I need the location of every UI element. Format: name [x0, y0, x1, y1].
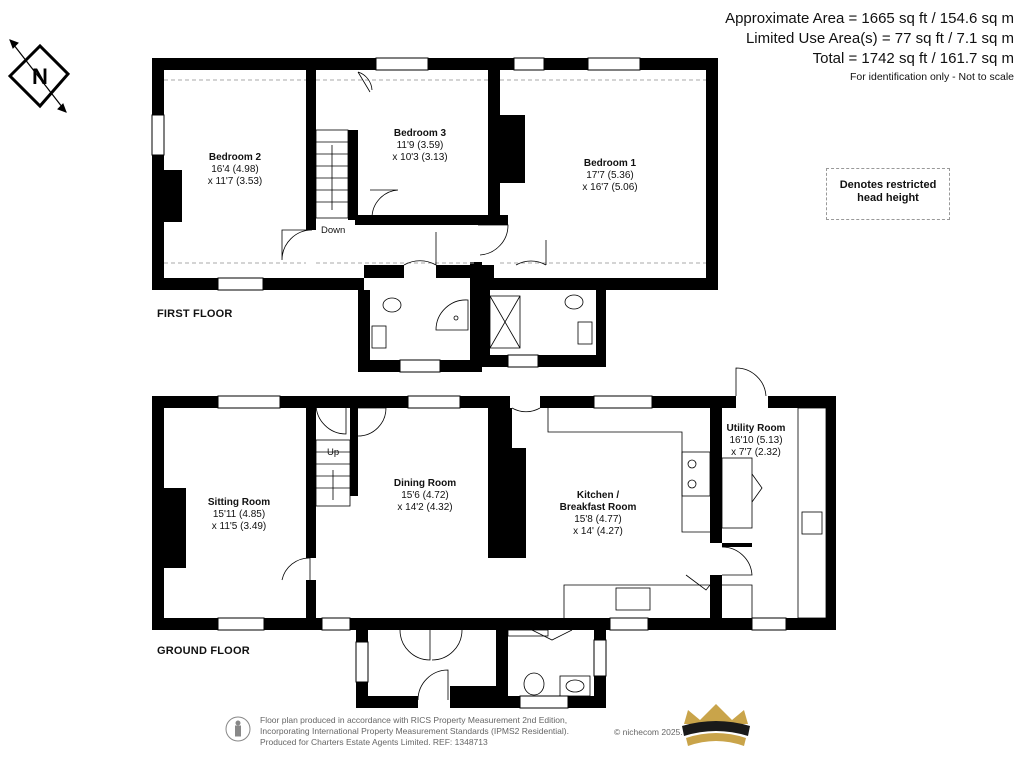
first-floor-windows	[151, 57, 641, 373]
first-floor-walls	[152, 58, 718, 372]
wc-fixtures	[507, 629, 591, 697]
approximate-area: Approximate Area = 1665 sq ft / 154.6 sq…	[725, 10, 1014, 27]
room-dim-1: 16'10 (5.13)	[729, 435, 783, 446]
first-floor-label: FIRST FLOOR	[157, 308, 233, 320]
ground-floor-doors	[281, 367, 767, 701]
room-utility-room: Utility Room 16'10 (5.13) x 7'7 (2.32)	[727, 423, 786, 459]
room-name: Kitchen /	[576, 490, 620, 501]
kitchen-units	[547, 407, 827, 619]
room-dim-1: 15'6 (4.72)	[401, 490, 449, 501]
room-kitchen-breakfast: Kitchen / Breakfast Room 15'8 (4.77) x 1…	[560, 490, 637, 538]
compass-icon	[7, 39, 71, 113]
room-dim-1: 15'8 (4.77)	[574, 514, 622, 525]
room-sitting-room: Sitting Room 15'11 (4.85) x 11'5 (3.49)	[208, 497, 270, 533]
room-name: Sitting Room	[207, 497, 271, 508]
room-name-2: Breakfast Room	[559, 502, 637, 513]
legend-line-1: Denotes restricted	[839, 179, 937, 191]
room-dim-2: x 11'7 (3.53)	[207, 176, 263, 187]
room-bedroom-2: Bedroom 2 16'4 (4.98) x 11'7 (3.53)	[208, 152, 263, 188]
room-bedroom-1: Bedroom 1 17'7 (5.36) x 16'7 (5.06)	[582, 158, 637, 194]
first-floor-fixtures	[371, 294, 593, 349]
room-dim-2: x 7'7 (2.32)	[731, 447, 781, 458]
footer-line-3: Produced for Charters Estate Agents Limi…	[260, 737, 488, 747]
first-floor-doors	[281, 71, 547, 266]
room-dim-1: 11'9 (3.59)	[396, 140, 444, 151]
room-dining-room: Dining Room 15'6 (4.72) x 14'2 (4.32)	[394, 478, 456, 514]
crown-logo-icon	[682, 704, 750, 746]
room-dim-1: 15'11 (4.85)	[212, 509, 266, 520]
room-name: Bedroom 3	[393, 128, 447, 139]
room-name: Utility Room	[726, 423, 786, 434]
room-dim-1: 16'4 (4.98)	[211, 164, 259, 175]
limited-use-area: Limited Use Area(s) = 77 sq ft / 7.1 sq …	[745, 30, 1014, 47]
footer-line-2: Incorporating International Property Mea…	[260, 726, 569, 736]
identification-note: For identification only - Not to scale	[850, 71, 1014, 83]
stairs-up	[315, 439, 351, 507]
room-name: Dining Room	[393, 478, 457, 489]
compass-letter: N	[32, 64, 48, 89]
room-dim-2: x 10'3 (3.13)	[392, 152, 448, 163]
footer-line-1: Floor plan produced in accordance with R…	[260, 715, 568, 725]
legend-restricted-height: Denotes restricted head height	[826, 168, 950, 220]
room-dim-2: x 16'7 (5.06)	[582, 182, 638, 193]
room-dim-2: x 14'2 (4.32)	[397, 502, 453, 513]
stairs-down-label: Down	[321, 225, 346, 236]
legend-line-2: head height	[857, 192, 919, 204]
room-name: Bedroom 2	[208, 152, 262, 163]
footer-disclaimer: Floor plan produced in accordance with R…	[260, 715, 569, 748]
stairs-up-label: Up	[327, 447, 340, 458]
ground-floor-label: GROUND FLOOR	[157, 645, 250, 657]
ground-floor-windows	[217, 395, 787, 709]
room-dim-2: x 14' (4.27)	[573, 526, 623, 537]
room-name: Bedroom 1	[583, 158, 637, 169]
copyright: © nichecom 2025.	[614, 727, 683, 737]
stairs-down	[315, 129, 349, 219]
total-area: Total = 1742 sq ft / 161.7 sq m	[812, 50, 1014, 67]
person-icon	[225, 716, 251, 742]
room-dim-1: 17'7 (5.36)	[586, 170, 634, 181]
room-dim-2: x 11'5 (3.49)	[211, 521, 267, 532]
first-floor-restricted-height	[164, 79, 706, 264]
room-bedroom-3: Bedroom 3 11'9 (3.59) x 10'3 (3.13)	[392, 128, 447, 164]
